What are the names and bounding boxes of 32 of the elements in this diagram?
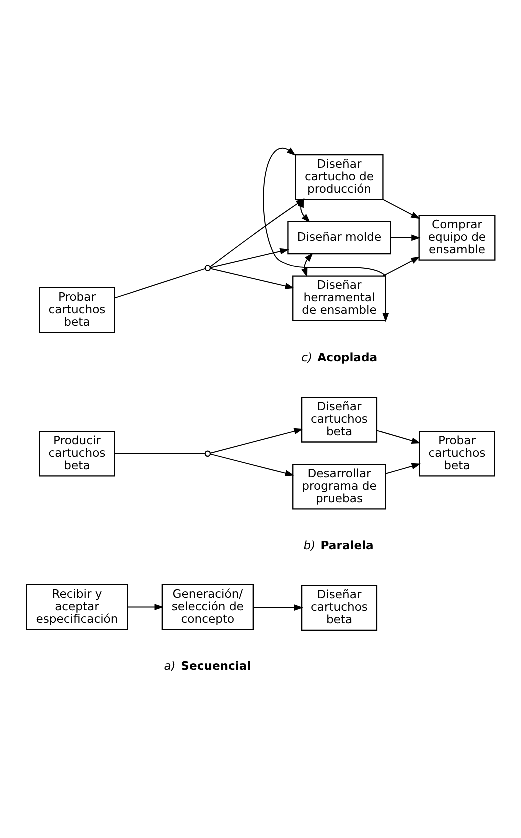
node-box: Diseñar cartuchos beta [300,584,378,631]
node-box: Diseñar cartucho de producción [294,154,384,200]
node-box: Diseñar molde [287,220,391,254]
node-box: Probar cartuchos beta [38,286,115,333]
node-circle [204,450,211,456]
node-box: Comprar equipo de ensamble [418,214,496,260]
connector [114,268,206,298]
arrow [376,430,420,444]
label: b) Paralela [303,538,374,552]
node-box: Probar cartuchos beta [418,430,495,476]
node-box: Producir cartuchos beta [38,430,115,476]
node-box: Diseñar cartuchos beta [300,396,378,442]
arrow [301,252,313,278]
arrow [252,604,304,611]
connector [114,452,206,454]
label: c) Acoplada [301,350,378,364]
arrow [210,268,294,289]
arrow [210,453,294,476]
arrow [297,198,310,222]
arrow [382,198,420,219]
arrow [390,234,420,241]
node-box: Recibir y aceptar especificación [26,584,128,630]
node-box: Desarrollar programa de pruebas [292,463,386,510]
node-box: Diseñar herramental de ensamble [292,275,386,321]
arrow [210,248,289,268]
arrow [210,428,303,454]
arrow [126,604,164,610]
node-box: Generación/ selección de concepto [161,584,254,630]
arrow [384,462,420,474]
arrow [382,256,420,276]
node-circle [204,264,211,271]
label: a) Secuencial [164,658,251,673]
